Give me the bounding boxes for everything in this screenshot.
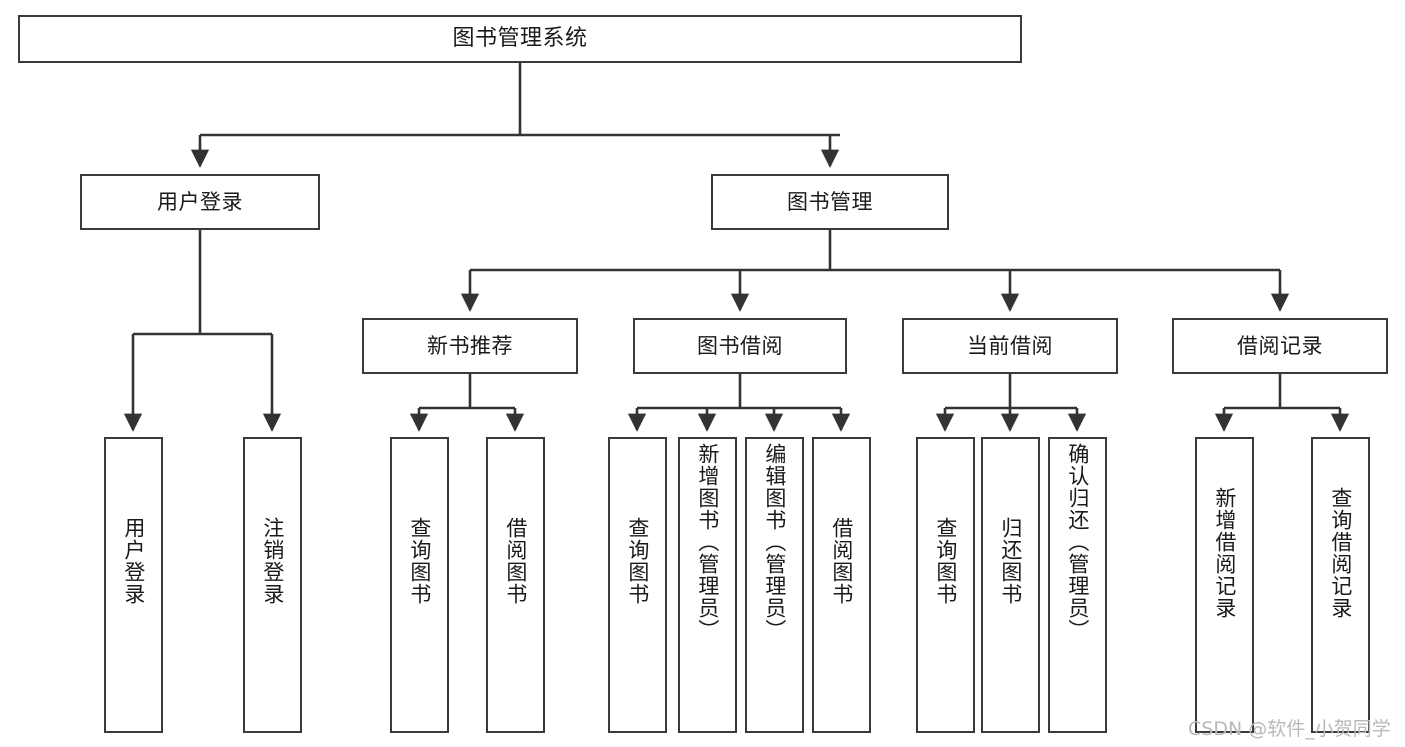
node-user-login[interactable]: 用户登录 [80,174,320,230]
leaf-borrow-add-book-admin[interactable]: 新增图书（管理员） [678,437,737,733]
leaf-user-logout[interactable]: 注销登录 [243,437,302,733]
csdn-watermark: CSDN @软件_小贺同学 [1188,718,1391,740]
leaf-borrow-query-book[interactable]: 查询图书 [608,437,667,733]
node-label: 查询借阅记录 [1328,487,1353,619]
node-label: 用户登录 [121,517,146,605]
node-label: 新增借阅记录 [1212,487,1237,619]
node-label: 查询图书 [933,517,958,605]
node-label: 借阅图书 [503,517,528,605]
node-label: 归还图书 [998,517,1023,605]
node-new-book-recommend[interactable]: 新书推荐 [362,318,578,374]
leaf-record-add[interactable]: 新增借阅记录 [1195,437,1254,733]
node-book-management[interactable]: 图书管理 [711,174,949,230]
node-current-borrow[interactable]: 当前借阅 [902,318,1118,374]
node-root-system[interactable]: 图书管理系统 [18,15,1022,63]
node-label: 查询图书 [625,517,650,605]
leaf-user-login[interactable]: 用户登录 [104,437,163,733]
node-label: 图书管理 [787,189,873,214]
node-label: 借阅记录 [1237,333,1323,358]
leaf-borrow-edit-book-admin[interactable]: 编辑图书（管理员） [745,437,804,733]
leaf-new-book-borrow[interactable]: 借阅图书 [486,437,545,733]
node-label: 新增图书（管理员） [695,443,720,641]
node-label: 图书管理系统 [452,26,588,52]
node-borrow-record[interactable]: 借阅记录 [1172,318,1388,374]
node-label: 编辑图书（管理员） [762,443,787,641]
node-label: 用户登录 [157,189,243,214]
node-label: 注销登录 [260,517,285,605]
leaf-record-query[interactable]: 查询借阅记录 [1311,437,1370,733]
leaf-current-return-book[interactable]: 归还图书 [981,437,1040,733]
node-label: 图书借阅 [697,333,783,358]
node-label: 借阅图书 [829,517,854,605]
node-label: 当前借阅 [967,333,1053,358]
leaf-borrow-borrow-book[interactable]: 借阅图书 [812,437,871,733]
node-book-borrow[interactable]: 图书借阅 [633,318,847,374]
leaf-new-book-query[interactable]: 查询图书 [390,437,449,733]
leaf-current-query-book[interactable]: 查询图书 [916,437,975,733]
leaf-current-confirm-return-admin[interactable]: 确认归还（管理员） [1048,437,1107,733]
node-label: 确认归还（管理员） [1065,443,1090,641]
node-label: 查询图书 [407,517,432,605]
node-label: 新书推荐 [427,333,513,358]
